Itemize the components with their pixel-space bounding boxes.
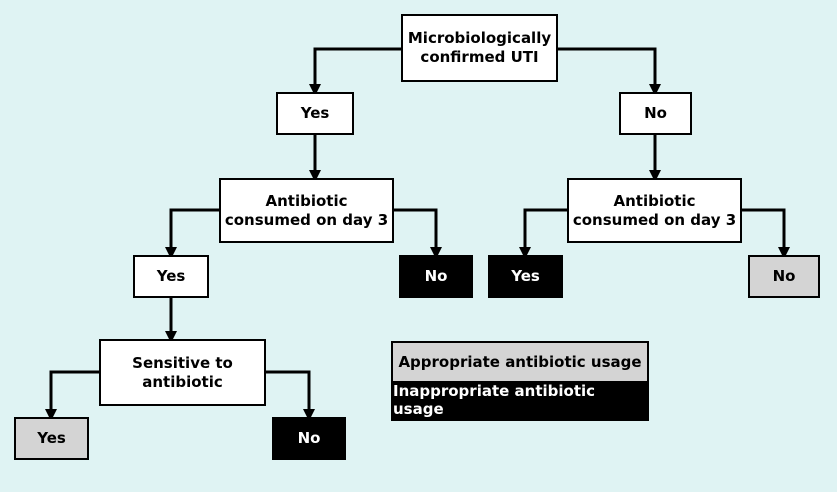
- node-no-abx-left: No: [399, 255, 473, 298]
- connector-sensitive-no: [264, 370, 315, 421]
- connector-abxleft-yes: [165, 208, 221, 259]
- legend: Appropriate antibiotic usage Inappropria…: [391, 341, 649, 421]
- node-no-abx-right: No: [748, 255, 820, 298]
- node-antibiotic-day3-left: Antibiotic consumed on day 3: [219, 178, 394, 243]
- connector-abxright-no: [740, 208, 790, 259]
- connector-abxleft-no: [392, 208, 442, 259]
- node-yes-uti: Yes: [276, 92, 354, 135]
- legend-appropriate-usage: Appropriate antibiotic usage: [393, 343, 647, 381]
- connector-sensitive-yes: [45, 370, 101, 421]
- node-no-sensitive: No: [272, 417, 346, 460]
- connector-abxright-yes: [519, 208, 569, 259]
- node-yes-sensitive: Yes: [14, 417, 89, 460]
- connector-root-yes: [309, 47, 403, 96]
- node-yes-abx-left: Yes: [133, 255, 209, 298]
- root-node-confirmed-uti: Microbiologically confirmed UTI: [401, 14, 558, 82]
- node-sensitive-to-antibiotic: Sensitive to antibiotic: [99, 339, 266, 406]
- legend-inappropriate-usage: Inappropriate antibiotic usage: [393, 381, 647, 419]
- node-no-uti: No: [619, 92, 692, 135]
- node-yes-abx-right: Yes: [488, 255, 563, 298]
- node-antibiotic-day3-right: Antibiotic consumed on day 3: [567, 178, 742, 243]
- connector-root-no: [556, 47, 661, 96]
